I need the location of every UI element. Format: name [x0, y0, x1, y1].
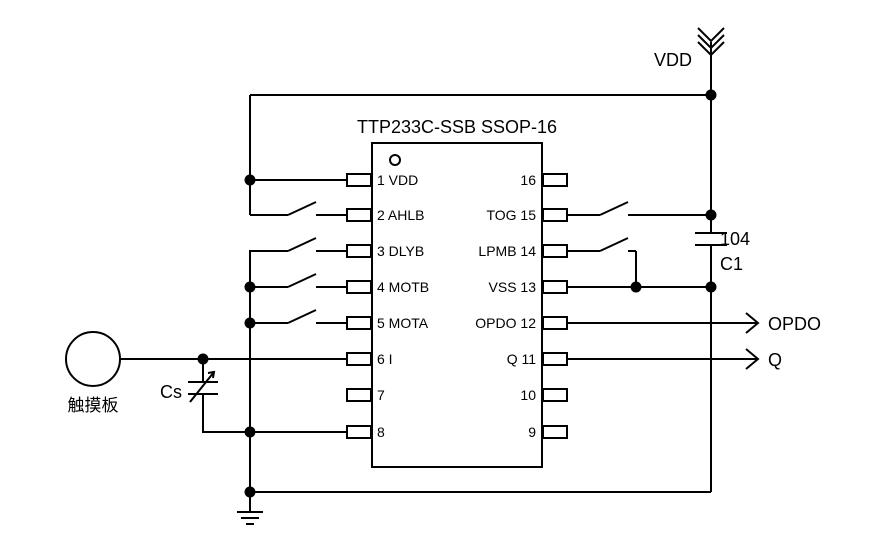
pin-label: VSS 13: [489, 279, 537, 295]
left-pins: [346, 173, 372, 439]
pin-label: OPDO 12: [475, 315, 536, 331]
pin-15: [542, 208, 568, 222]
pin-label: 2 AHLB: [377, 207, 424, 223]
right-pins: [542, 173, 568, 439]
opdo-arrow-icon: [745, 312, 760, 334]
pin-label: 16: [520, 172, 536, 188]
switch-motb: [250, 273, 347, 288]
pin-5: [346, 316, 372, 330]
q-arrow-icon: [745, 348, 760, 370]
pin-13: [542, 280, 568, 294]
pin-label: 10: [520, 387, 536, 403]
pin-2: [346, 208, 372, 222]
pin-6: [346, 352, 372, 366]
pin-16: [542, 173, 568, 187]
pin-9: [542, 425, 568, 439]
pin-1: [346, 173, 372, 187]
chip-body: [371, 142, 543, 468]
switch-mota: [250, 309, 347, 324]
right-pin-labels: 16 TOG 15 LPMB 14 VSS 13 OPDO 12 Q 11 10…: [475, 172, 536, 440]
pin-10: [542, 388, 568, 402]
chip-title: TTP233C-SSB SSOP-16: [357, 117, 557, 137]
capacitor-value: 104: [720, 229, 750, 249]
pin-label: 5 MOTA: [377, 315, 429, 331]
pin-label: 8: [377, 424, 385, 440]
pin-11: [542, 352, 568, 366]
cs-bottom-wire: [202, 394, 250, 433]
opdo-output-label: OPDO: [768, 314, 821, 334]
cs-label: Cs: [160, 382, 182, 402]
switch-lpmb: [567, 237, 637, 287]
pin-label: 4 MOTB: [377, 279, 429, 295]
switch-tog: [567, 201, 711, 216]
pin-label: 1 VDD: [377, 172, 418, 188]
pin-7: [346, 388, 372, 402]
touch-pad-label: 触摸板: [68, 396, 119, 416]
vdd-label: VDD: [654, 50, 692, 70]
pin-label: 6 I: [377, 351, 393, 367]
pin-14: [542, 244, 568, 258]
pin-label: 3 DLYB: [377, 243, 424, 259]
pin-label: LPMB 14: [478, 243, 536, 259]
pin-8: [346, 425, 372, 439]
capacitor-name: C1: [720, 254, 743, 274]
pin-label: 9: [528, 424, 536, 440]
pin-4: [346, 280, 372, 294]
pin1-indicator-icon: [389, 154, 401, 166]
pin-3: [346, 244, 372, 258]
pin-12: [542, 316, 568, 330]
q-output-label: Q: [768, 350, 782, 370]
switch-ahlb: [250, 201, 347, 216]
left-pin-labels: 1 VDD 2 AHLB 3 DLYB 4 MOTB 5 MOTA 6 I 7 …: [377, 172, 429, 440]
pin-label: Q 11: [507, 351, 537, 367]
pin-label: TOG 15: [486, 207, 536, 223]
touch-pad-icon: [65, 331, 121, 387]
switch-dlyb: [250, 237, 347, 252]
ground-symbol: [237, 511, 263, 525]
pin-label: 7: [377, 387, 385, 403]
junction-dots: [197, 89, 717, 498]
